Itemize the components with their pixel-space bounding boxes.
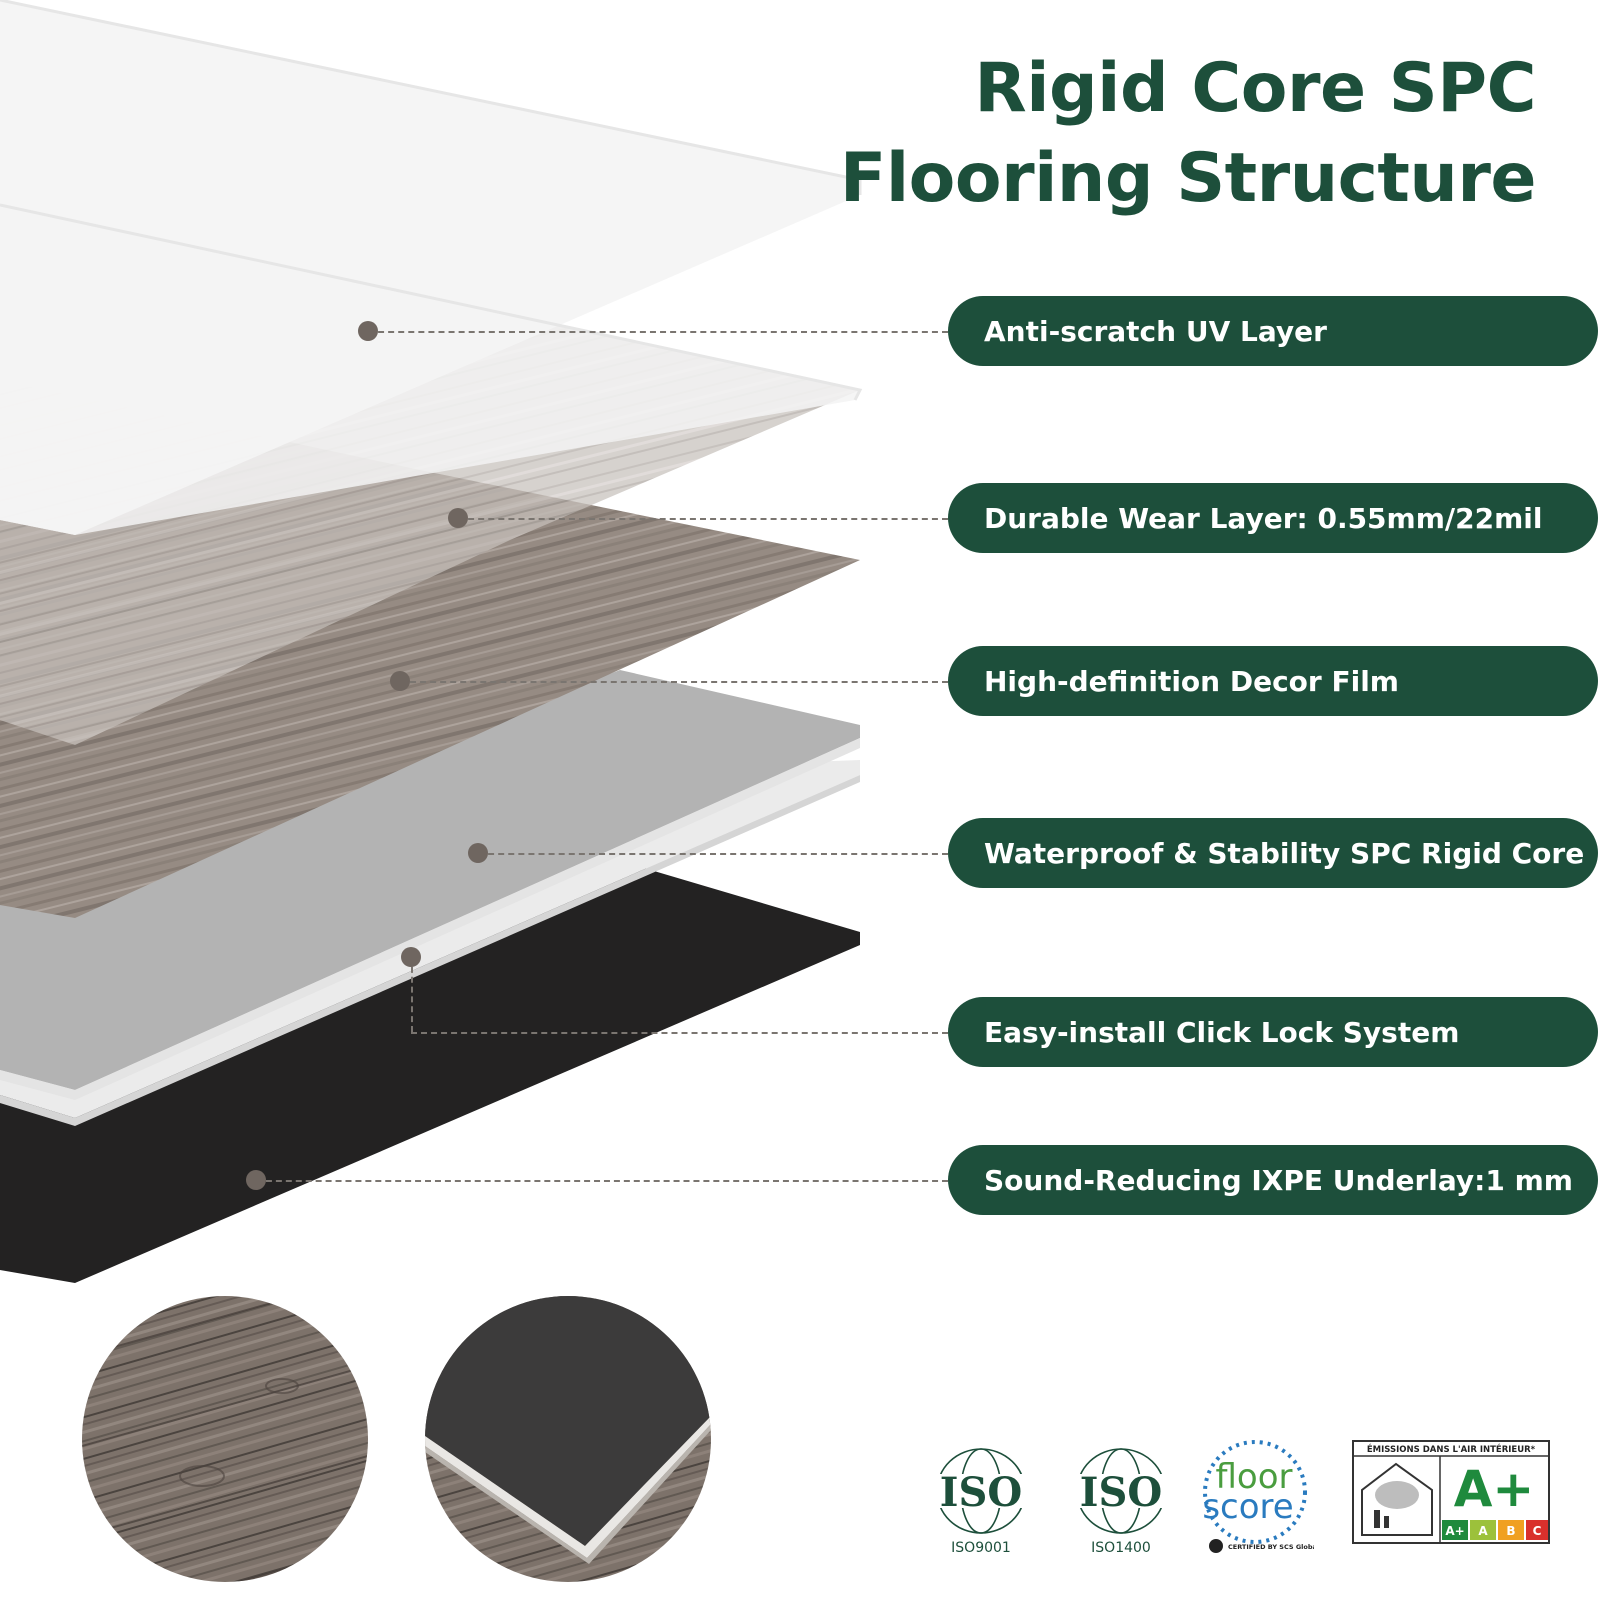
layer-label-core: Waterproof & Stability SPC Rigid Core xyxy=(948,818,1598,888)
plank-corner-closeup xyxy=(425,1296,711,1582)
emissions-heading: ÉMISSIONS DANS L'AIR INTÉRIEUR* xyxy=(1367,1443,1536,1455)
marker-dot-uv xyxy=(358,321,378,341)
underlay-layer xyxy=(0,855,860,1283)
floorscore-certified-by: CERTIFIED BY SCS Global Services xyxy=(1228,1543,1314,1551)
iso9001-caption: ISO9001 xyxy=(951,1540,1011,1556)
floorscore-word-score: score xyxy=(1202,1487,1293,1527)
layer-label-uv: Anti-scratch UV Layer xyxy=(948,296,1598,366)
spc-core-layer xyxy=(0,670,860,1090)
emissions-scale-a-plus: A+ xyxy=(1445,1524,1464,1538)
uv-layer xyxy=(0,0,860,535)
iso1400-caption: ISO1400 xyxy=(1091,1540,1151,1556)
iso1400-badge: ISO ISO1400 xyxy=(1070,1446,1172,1556)
emissions-rating: A+ xyxy=(1454,1460,1535,1518)
leader-line-click-vertical xyxy=(411,957,413,1032)
house-icon xyxy=(1361,1462,1433,1536)
marker-dot-core xyxy=(468,843,488,863)
iso9001-badge: ISO ISO9001 xyxy=(930,1446,1032,1556)
title-line-1: Rigid Core SPC xyxy=(974,49,1536,128)
emissions-scale-a: A xyxy=(1478,1524,1488,1538)
marker-dot-click xyxy=(401,947,421,967)
marker-dot-underlay xyxy=(246,1170,266,1190)
emissions-scale-c: C xyxy=(1533,1524,1542,1538)
layer-label-wear: Durable Wear Layer: 0.55mm/22mil xyxy=(948,483,1598,553)
floorscore-badge: floor score CERTIFIED BY SCS Global Serv… xyxy=(1196,1440,1352,1562)
leader-line-click xyxy=(411,1032,948,1034)
emissions-a-plus-badge: ÉMISSIONS DANS L'AIR INTÉRIEUR* A+ A+ A … xyxy=(1352,1440,1550,1548)
floorscore-word-floor: floor xyxy=(1216,1457,1293,1497)
page-title: Rigid Core SPC Flooring Structure xyxy=(839,44,1537,224)
layer-label-underlay: Sound-Reducing IXPE Underlay:1 mm xyxy=(948,1145,1598,1215)
layer-label-decor: High-definition Decor Film xyxy=(948,646,1598,716)
leader-line-wear xyxy=(458,518,948,520)
title-line-2: Flooring Structure xyxy=(839,139,1537,218)
leader-line-core xyxy=(478,853,948,855)
layer-label-click-lock: Easy-install Click Lock System xyxy=(948,997,1598,1067)
iso9001-mark: ISO xyxy=(940,1469,1022,1516)
emissions-scale-b: B xyxy=(1506,1524,1515,1538)
leader-line-uv xyxy=(368,331,948,333)
leader-line-underlay xyxy=(256,1180,948,1182)
leader-line-decor xyxy=(400,681,948,683)
wood-surface-closeup xyxy=(82,1296,368,1582)
marker-dot-wear xyxy=(448,508,468,528)
marker-dot-decor xyxy=(390,671,410,691)
iso1400-mark: ISO xyxy=(1080,1469,1162,1516)
